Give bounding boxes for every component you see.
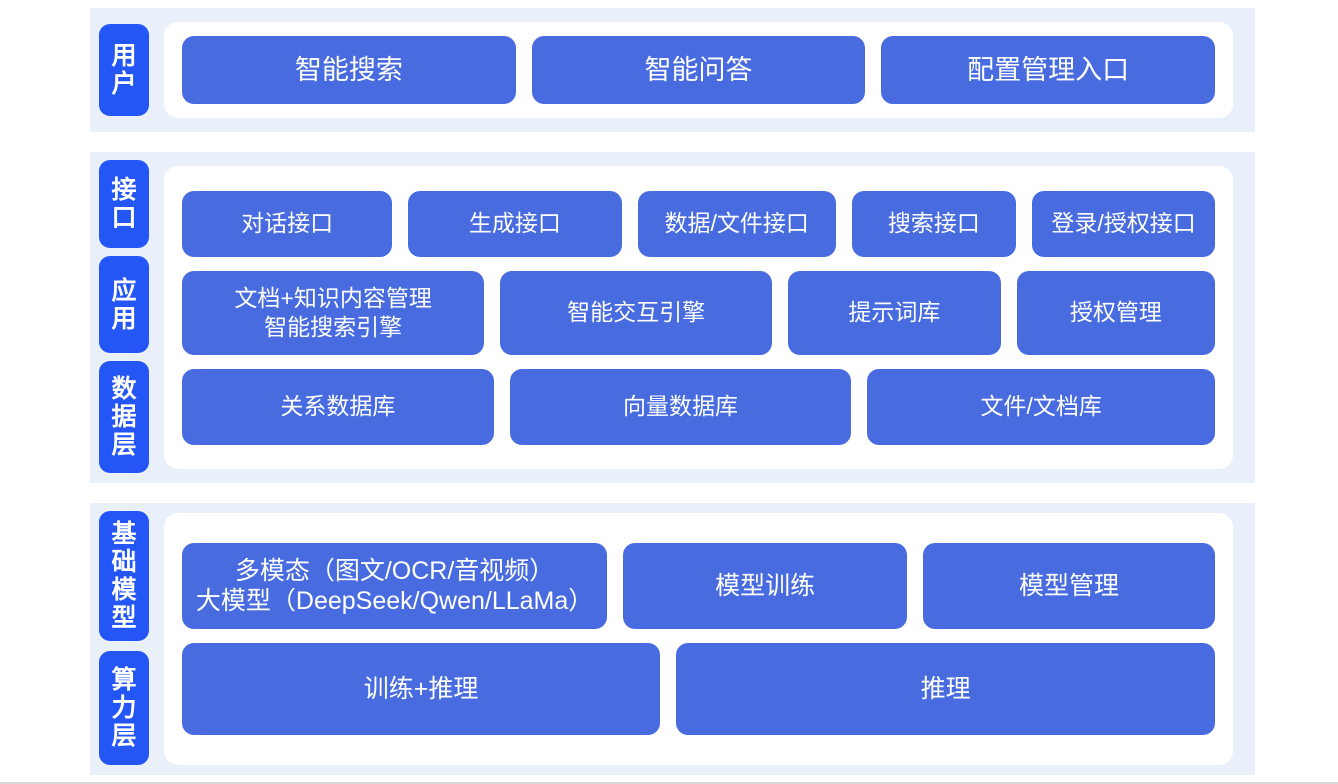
section-base: 基础模型 算力层 多模态（图文/OCR/音视频） 大模型（DeepSeek/Qw… bbox=[90, 503, 1255, 775]
layer-label-column-user: 用户 bbox=[90, 8, 158, 132]
node-intelligent-search[interactable]: 智能搜索 bbox=[182, 36, 516, 104]
layer-chip-foundation-model: 基础模型 bbox=[99, 511, 149, 641]
node-data-file-api[interactable]: 数据/文件接口 bbox=[637, 190, 836, 257]
layer-chip-compute: 算力层 bbox=[99, 651, 149, 765]
node-document-knowledge-management-line1: 文档+知识内容管理 bbox=[234, 285, 432, 312]
section-card-base: 多模态（图文/OCR/音视频） 大模型（DeepSeek/Qwen/LLaMa）… bbox=[164, 513, 1233, 765]
node-search-api[interactable]: 搜索接口 bbox=[851, 190, 1017, 257]
node-generation-api[interactable]: 生成接口 bbox=[408, 190, 622, 257]
node-config-management-entry[interactable]: 配置管理入口 bbox=[881, 36, 1216, 104]
row-interface: 对话接口 生成接口 数据/文件接口 搜索接口 登录/授权接口 bbox=[182, 190, 1215, 257]
section-middle: 接口 应用 数据层 对话接口 生成接口 数据/文件接口 搜索接口 登录/授权接口… bbox=[90, 152, 1255, 483]
node-model-training[interactable]: 模型训练 bbox=[623, 543, 908, 629]
node-multimodal-large-model-line1: 多模态（图文/OCR/音视频） bbox=[234, 556, 555, 585]
row-user-entries: 智能搜索 智能问答 配置管理入口 bbox=[182, 36, 1216, 104]
bottom-divider bbox=[0, 782, 1338, 784]
section-card-middle: 对话接口 生成接口 数据/文件接口 搜索接口 登录/授权接口 文档+知识内容管理… bbox=[164, 166, 1233, 469]
section-card-user: 智能搜索 智能问答 配置管理入口 bbox=[164, 22, 1233, 118]
node-file-document-store[interactable]: 文件/文档库 bbox=[867, 368, 1215, 445]
node-dialogue-api[interactable]: 对话接口 bbox=[182, 190, 393, 257]
node-document-knowledge-management-line2: 智能搜索引擎 bbox=[264, 313, 403, 340]
row-data-layer: 关系数据库 向量数据库 文件/文档库 bbox=[182, 368, 1215, 445]
layer-chip-user: 用户 bbox=[99, 24, 149, 116]
layer-chip-interface: 接口 bbox=[99, 160, 149, 248]
node-inference[interactable]: 推理 bbox=[676, 643, 1215, 735]
node-login-auth-api[interactable]: 登录/授权接口 bbox=[1032, 190, 1215, 257]
row-foundation-model: 多模态（图文/OCR/音视频） 大模型（DeepSeek/Qwen/LLaMa）… bbox=[182, 543, 1215, 629]
layer-chip-data: 数据层 bbox=[99, 361, 149, 473]
node-authorization-management[interactable]: 授权管理 bbox=[1016, 270, 1215, 355]
node-relational-database[interactable]: 关系数据库 bbox=[182, 368, 494, 445]
row-application: 文档+知识内容管理 智能搜索引擎 智能交互引擎 提示词库 授权管理 bbox=[182, 270, 1215, 355]
node-multimodal-large-model-line2: 大模型（DeepSeek/Qwen/LLaMa） bbox=[195, 587, 594, 615]
node-vector-database[interactable]: 向量数据库 bbox=[509, 368, 852, 445]
node-intelligent-qa[interactable]: 智能问答 bbox=[531, 36, 866, 104]
layer-chip-application: 应用 bbox=[99, 256, 149, 353]
row-compute: 训练+推理 推理 bbox=[182, 643, 1215, 735]
node-document-knowledge-management[interactable]: 文档+知识内容管理 智能搜索引擎 bbox=[182, 270, 485, 355]
layer-label-column-base: 基础模型 算力层 bbox=[90, 503, 158, 775]
node-training-and-inference[interactable]: 训练+推理 bbox=[182, 643, 661, 735]
node-intelligent-interaction-engine[interactable]: 智能交互引擎 bbox=[500, 270, 773, 355]
node-prompt-library[interactable]: 提示词库 bbox=[788, 270, 1001, 355]
node-multimodal-large-model[interactable]: 多模态（图文/OCR/音视频） 大模型（DeepSeek/Qwen/LLaMa） bbox=[182, 543, 608, 629]
node-model-management[interactable]: 模型管理 bbox=[923, 543, 1215, 629]
section-user: 用户 智能搜索 智能问答 配置管理入口 bbox=[90, 8, 1255, 132]
layer-label-column-middle: 接口 应用 数据层 bbox=[90, 152, 158, 483]
